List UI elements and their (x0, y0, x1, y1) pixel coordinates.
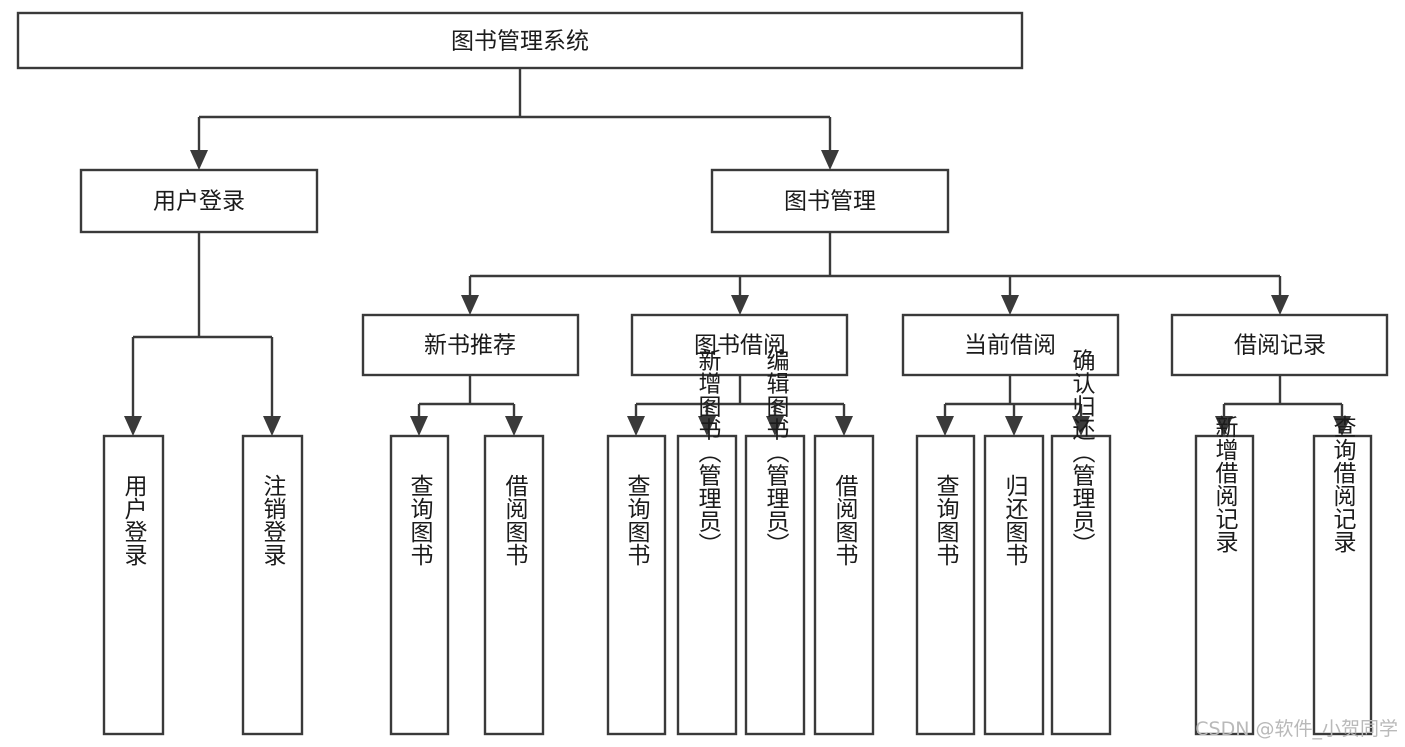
leaf-borrow-record-2[interactable]: 查询借阅记录 (1312, 415, 1373, 736)
arrow-book-borrow-leaf-2-icon (698, 416, 716, 436)
arrow-current-borrow-leaf-2-icon (1005, 416, 1023, 436)
node-user-login-box[interactable] (79, 168, 319, 234)
node-root-label: 图书管理系统 (451, 29, 589, 55)
leaf-current-borrow-3-label: 确认归还（管理员） (1068, 349, 1096, 556)
leaf-borrow-record-2-label: 查询借阅记录 (1329, 415, 1357, 553)
leaf-user-login-2-box[interactable] (241, 434, 304, 736)
leaf-user-login-2-label: 注销登录 (259, 474, 287, 566)
node-borrow-record-box[interactable] (1170, 313, 1389, 377)
leaf-book-borrow-1-box[interactable] (606, 434, 667, 736)
node-book-borrow-label: 图书借阅 (694, 333, 786, 359)
leaf-book-borrow-4-label: 借阅图书 (831, 474, 859, 566)
node-book-borrow[interactable]: 图书借阅 (630, 313, 849, 377)
node-borrow-record[interactable]: 借阅记录 (1170, 313, 1389, 377)
leaf-new-book-1-label: 查询图书 (406, 474, 434, 566)
arrow-to-current-borrow-icon (1001, 295, 1019, 315)
node-new-book-recommend[interactable]: 新书推荐 (361, 313, 580, 377)
arrow-book-borrow-leaf-4-icon (835, 416, 853, 436)
node-book-manage[interactable]: 图书管理 (710, 168, 950, 234)
leaf-user-login-1[interactable]: 用户登录 (102, 434, 165, 736)
arrow-to-new-book-icon (461, 295, 479, 315)
leaf-current-borrow-1-label: 查询图书 (932, 474, 960, 566)
leaf-book-borrow-3-label: 编辑图书（管理员） (762, 349, 790, 556)
node-book-borrow-box[interactable] (630, 313, 849, 377)
leaf-current-borrow-2-label: 归还图书 (1001, 474, 1029, 566)
node-user-login[interactable]: 用户登录 (79, 168, 319, 234)
node-new-book-recommend-box[interactable] (361, 313, 580, 377)
leaf-current-borrow-2-box[interactable] (983, 434, 1045, 736)
leaf-current-borrow-3[interactable]: 确认归还（管理员） (1050, 349, 1112, 736)
leaf-book-borrow-4[interactable]: 借阅图书 (813, 434, 875, 736)
node-book-manage-label: 图书管理 (784, 189, 876, 215)
leaf-book-borrow-2-box[interactable] (676, 434, 738, 736)
leaf-borrow-record-1-box[interactable] (1194, 434, 1255, 736)
node-new-book-recommend-label: 新书推荐 (424, 333, 516, 359)
arrow-user-login-leaf-2-icon (263, 416, 281, 436)
watermark-label: CSDN @软件_小贺同学 (1195, 718, 1398, 740)
leaf-book-borrow-2[interactable]: 新增图书（管理员） (676, 349, 738, 736)
node-current-borrow-box[interactable] (901, 313, 1120, 377)
leaf-book-borrow-4-box[interactable] (813, 434, 875, 736)
leaf-current-borrow-3-box[interactable] (1050, 434, 1112, 736)
connector-layer (124, 68, 1351, 436)
arrow-book-borrow-leaf-1-icon (627, 416, 645, 436)
leaf-book-borrow-3[interactable]: 编辑图书（管理员） (744, 349, 806, 736)
arrow-user-login-leaf-1-icon (124, 416, 142, 436)
node-book-manage-box[interactable] (710, 168, 950, 234)
leaf-current-borrow-1[interactable]: 查询图书 (915, 434, 976, 736)
leaf-new-book-1[interactable]: 查询图书 (389, 434, 450, 736)
leaf-book-borrow-1-label: 查询图书 (623, 474, 651, 566)
arrow-to-book-manage-icon (821, 150, 839, 170)
node-current-borrow[interactable]: 当前借阅 (901, 313, 1120, 377)
leaf-new-book-2-label: 借阅图书 (501, 474, 529, 566)
arrow-borrow-record-leaf-1-icon (1215, 416, 1233, 436)
leaf-new-book-2[interactable]: 借阅图书 (483, 434, 545, 736)
leaf-book-borrow-2-label: 新增图书（管理员） (694, 349, 722, 556)
node-root[interactable]: 图书管理系统 (16, 11, 1024, 70)
leaf-current-borrow-2[interactable]: 归还图书 (983, 434, 1045, 736)
leaf-book-borrow-1[interactable]: 查询图书 (606, 434, 667, 736)
leaf-user-login-2[interactable]: 注销登录 (241, 434, 304, 736)
leaf-current-borrow-1-box[interactable] (915, 434, 976, 736)
leaf-borrow-record-2-box[interactable] (1312, 434, 1373, 736)
node-current-borrow-label: 当前借阅 (964, 333, 1056, 359)
arrow-borrow-record-leaf-2-icon (1333, 416, 1351, 436)
node-root-box[interactable] (16, 11, 1024, 70)
arrow-new-book-leaf-2-icon (505, 416, 523, 436)
arrow-to-user-login-icon (190, 150, 208, 170)
leaf-new-book-1-box[interactable] (389, 434, 450, 736)
arrow-current-borrow-leaf-1-icon (936, 416, 954, 436)
arrow-new-book-leaf-1-icon (410, 416, 428, 436)
node-borrow-record-label: 借阅记录 (1234, 333, 1326, 359)
leaf-borrow-record-1-label: 新增借阅记录 (1211, 415, 1239, 553)
leaf-book-borrow-3-box[interactable] (744, 434, 806, 736)
arrow-book-borrow-leaf-3-icon (766, 416, 784, 436)
leaf-user-login-1-box[interactable] (102, 434, 165, 736)
leaf-borrow-record-1[interactable]: 新增借阅记录 (1194, 415, 1255, 736)
node-user-login-label: 用户登录 (153, 189, 245, 215)
leaf-user-login-1-label: 用户登录 (120, 474, 148, 566)
arrow-to-book-borrow-icon (731, 295, 749, 315)
arrow-current-borrow-leaf-3-icon (1072, 416, 1090, 436)
leaf-new-book-2-box[interactable] (483, 434, 545, 736)
arrow-to-borrow-record-icon (1271, 295, 1289, 315)
